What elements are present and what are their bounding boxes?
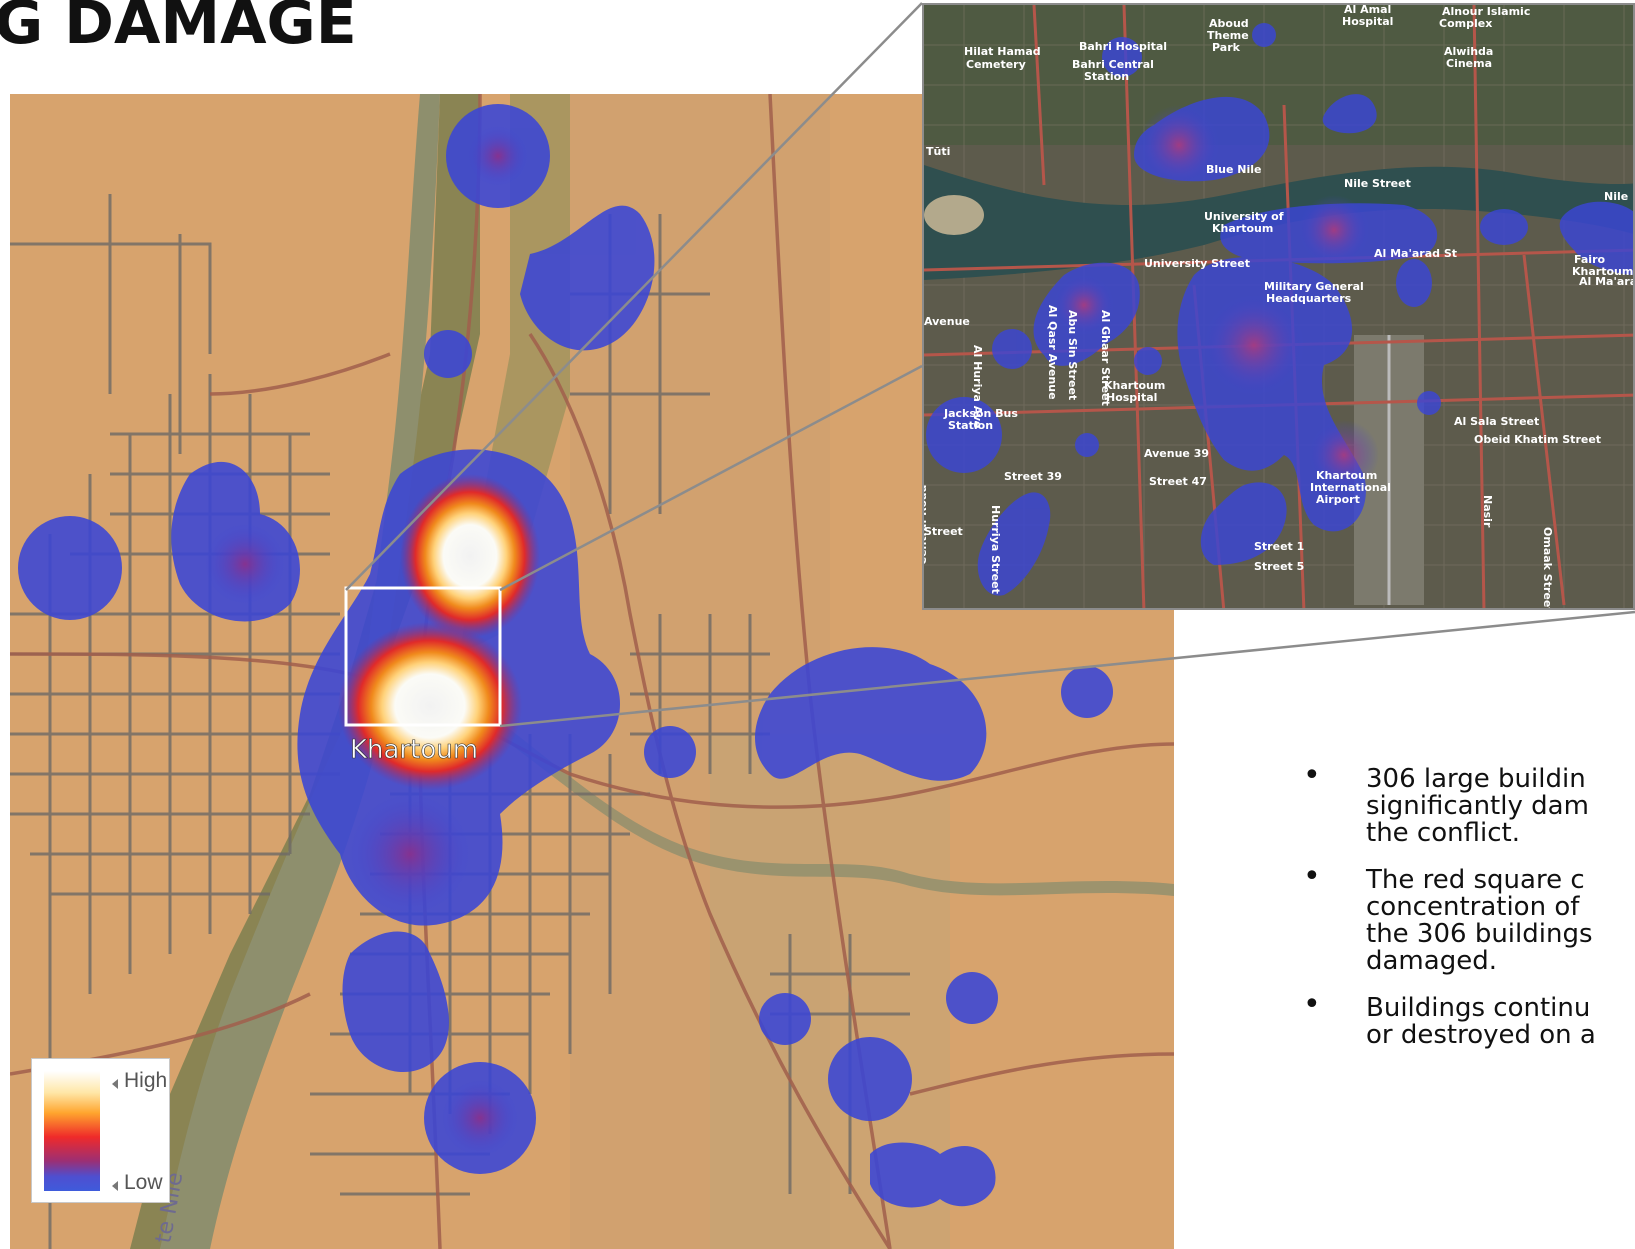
inset-map-label: Street 1 <box>1254 540 1304 553</box>
inset-map-label: Alnour Islamic <box>1442 5 1530 18</box>
inset-map-label: Al Qasr Avenue <box>1046 305 1059 400</box>
inset-map-label: Khartoum <box>1572 265 1633 278</box>
inset-map-label: Fairo <box>1574 253 1605 266</box>
inset-map-label: Central Road <box>924 485 929 565</box>
inset-map-label: Street 39 <box>1004 470 1062 483</box>
inset-map-label: Al Ma'arad St <box>1374 247 1457 260</box>
inset-map-label: Khartoum <box>1316 469 1377 482</box>
inset-map-label: Jackson Bus <box>943 407 1018 420</box>
legend-high-label: High <box>124 1069 168 1092</box>
bullet-item: Buildings continu or destroyed on a <box>1298 995 1635 1049</box>
legend-low-label: Low <box>124 1171 163 1194</box>
inset-map-label: Abu Sin Street <box>1066 310 1079 400</box>
inset-map-label: Omaak Street <box>1541 527 1554 610</box>
bullet-list: 306 large buildin significantly dam the … <box>1298 766 1635 1069</box>
legend-high-marker-icon <box>112 1079 118 1089</box>
inset-map-label: Complex <box>1439 17 1492 30</box>
inset-map-label: Avenue 39 <box>1144 447 1209 460</box>
inset-map-label: Hurriya Street <box>989 505 1002 594</box>
inset-map-label: Street 5 <box>1254 560 1304 573</box>
inset-map-label: Hilat Hamad <box>964 45 1041 58</box>
inset-map-label: Aboud <box>1209 17 1249 30</box>
inset-map-label: Khartoum <box>1104 379 1165 392</box>
inset-map-label: Avenue <box>924 315 970 328</box>
inset-map-label: Station <box>1084 70 1129 83</box>
inset-map-label: Bahri Hospital <box>1079 40 1167 53</box>
bullet-item: 306 large buildin significantly dam the … <box>1298 766 1635 847</box>
inset-map-label: Al Huriya Ave <box>971 345 984 429</box>
inset-map-label: Nasir <box>1481 495 1494 528</box>
inset-map-label: University Street <box>1144 257 1250 270</box>
inset-map-label: Airport <box>1316 493 1360 506</box>
inset-map-label: Street 47 <box>1149 475 1207 488</box>
inset-map-label: University of <box>1204 210 1284 223</box>
inset-map-label: Headquarters <box>1266 292 1352 305</box>
bullet-item: The red square c concentration of the 30… <box>1298 867 1635 975</box>
inset-map-label: Tūti <box>926 145 950 158</box>
inset-map-label: Al Ma'ara <box>1579 275 1635 288</box>
heatmap-legend: High Low <box>31 1058 170 1203</box>
city-label: Khartoum <box>350 735 478 765</box>
inset-map-label: Bahri Central <box>1072 58 1154 71</box>
inset-map-label: Cemetery <box>966 58 1026 71</box>
inset-map-label: Nile Street <box>1344 177 1411 190</box>
inset-map-label: Hospital <box>1106 391 1157 404</box>
inset-map-label: Theme <box>1207 29 1249 42</box>
legend-low-marker-icon <box>112 1181 118 1191</box>
inset-map-label: Khartoum <box>1212 222 1273 235</box>
inset-map-label: Street <box>924 525 963 538</box>
inset-map-label: Military General <box>1264 280 1364 293</box>
inset-map-label: Al Sala Street <box>1454 415 1539 428</box>
inset-map-label: Park <box>1212 41 1241 54</box>
inset-map-label: Cinema <box>1446 57 1492 70</box>
inset-map-label: Al Amal <box>1344 5 1391 16</box>
inset-map-label: International <box>1310 481 1391 494</box>
slide-title: G DAMAGE <box>0 0 357 58</box>
inset-map-label: Nile <box>1604 190 1628 203</box>
inset-map-label: Station <box>948 419 993 432</box>
legend-color-ramp <box>44 1071 100 1191</box>
inset-map-label: Alwihda <box>1444 45 1493 58</box>
inset-map-label: Obeid Khatim Street <box>1474 433 1601 446</box>
inset-map-label: Blue Nile <box>1206 163 1261 176</box>
inset-map-label: Al Ghaar Street <box>1099 310 1112 406</box>
inset-map-label: Hospital <box>1342 15 1393 28</box>
